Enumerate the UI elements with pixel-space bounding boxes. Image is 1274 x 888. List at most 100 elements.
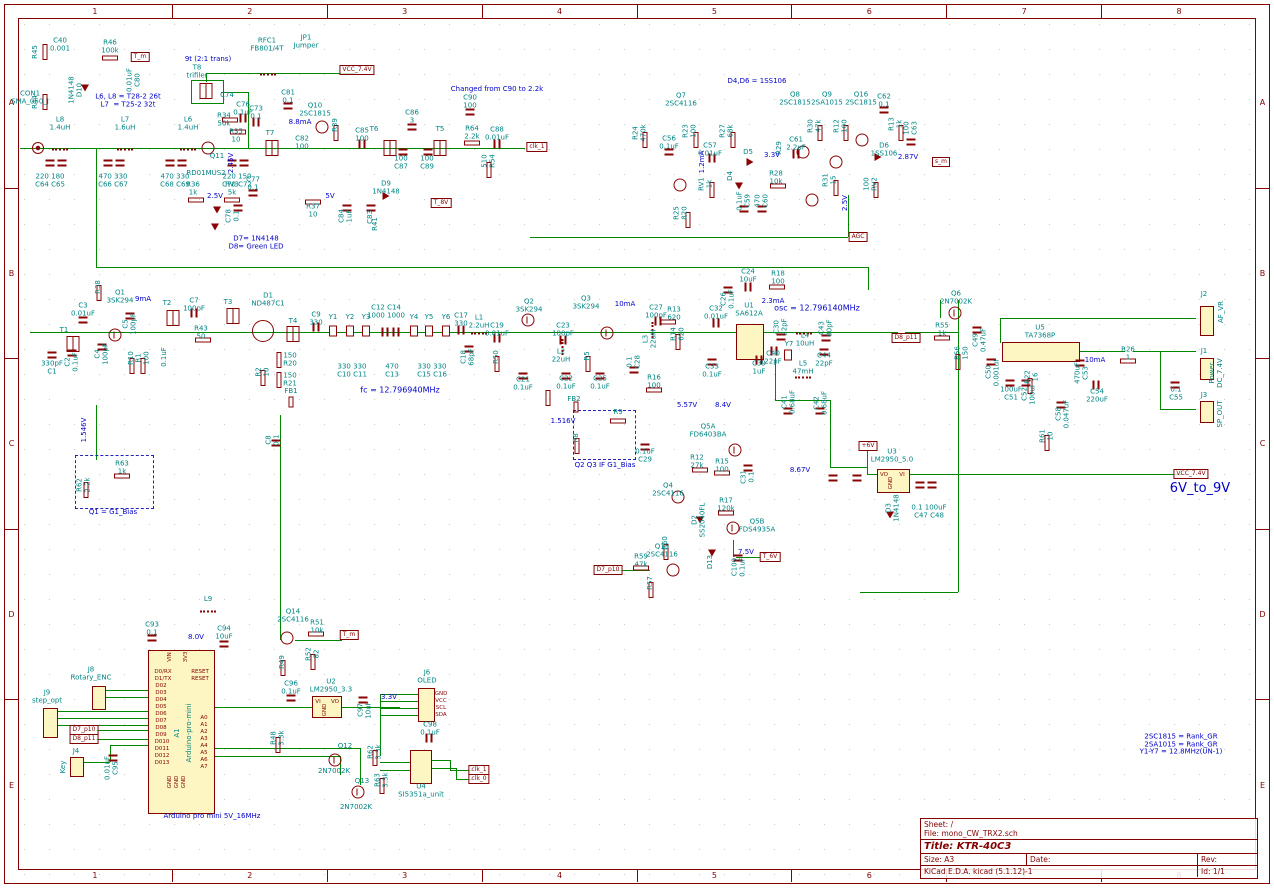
resistor-symbol[interactable] — [310, 654, 316, 670]
resistor-symbol[interactable] — [1120, 358, 1136, 364]
schematic-text[interactable]: D1/TX — [154, 675, 172, 682]
capacitor-symbol[interactable] — [1092, 380, 1100, 390]
schematic-text[interactable]: R52 82 — [304, 647, 320, 661]
schematic-text[interactable]: 9t (2:1 trans) — [184, 55, 232, 64]
diode-symbol[interactable] — [708, 549, 716, 557]
schematic-text[interactable]: fc = 12.796940MHz — [360, 385, 440, 395]
schematic-text[interactable]: 2N7002K — [317, 767, 351, 776]
group-outline[interactable] — [191, 80, 224, 104]
schematic-text[interactable]: R44 — [31, 95, 40, 109]
schematic-text[interactable]: 470 330 C66 C67 — [98, 172, 128, 188]
transistor-symbol[interactable] — [796, 145, 810, 159]
wire-segment[interactable] — [380, 770, 410, 771]
schematic-text[interactable]: D013 — [154, 759, 170, 766]
schematic-text[interactable]: R51 10k — [310, 618, 324, 634]
schematic-text[interactable]: 0.1 C55 — [1169, 385, 1183, 401]
net-label-D8_p11[interactable]: D8_p11 — [69, 734, 99, 744]
schematic-text[interactable]: C41 0.68uF — [780, 389, 796, 415]
schematic-text[interactable]: D1 ND487C1 — [251, 291, 285, 307]
capacitor-symbol[interactable] — [45, 159, 55, 167]
schematic-text[interactable]: R25 820 — [672, 206, 688, 220]
bias-group-outline[interactable] — [573, 410, 636, 460]
inductor-symbol[interactable] — [260, 71, 276, 76]
schematic-text[interactable]: Q6 2N7002K — [939, 289, 973, 305]
net-label-s_m[interactable]: s_m — [932, 157, 950, 167]
schematic-text[interactable]: 1.516V — [550, 417, 576, 426]
schematic-text[interactable]: U3 LM2950_5.0 — [870, 447, 914, 463]
schematic-text[interactable]: 5.57V — [676, 401, 698, 410]
schematic-text[interactable]: Y6 — [441, 313, 451, 322]
schematic-text[interactable]: C5 100pF — [121, 313, 137, 335]
transistor-symbol[interactable] — [280, 631, 294, 645]
component-body[interactable] — [736, 324, 764, 360]
capacitor-symbol[interactable] — [770, 346, 778, 356]
schematic-text[interactable]: C86 3 — [405, 108, 419, 124]
capacitor-symbol[interactable] — [561, 372, 571, 380]
schematic-text[interactable]: 150 R20 — [283, 351, 297, 367]
transformer-symbol[interactable] — [265, 140, 279, 156]
capacitor-symbol[interactable] — [252, 117, 260, 127]
schematic-text[interactable]: 2.5V — [207, 192, 223, 201]
resistor-symbol[interactable] — [280, 660, 286, 676]
capacitor-symbol[interactable] — [248, 189, 258, 197]
capacitor-symbol[interactable] — [1005, 379, 1015, 387]
wire-segment[interactable] — [905, 332, 958, 333]
schematic-text[interactable]: L6 1.4uH — [177, 115, 199, 131]
transistor-symbol[interactable] — [201, 141, 215, 155]
wire-segment[interactable] — [96, 739, 148, 740]
capacitor-symbol[interactable] — [879, 106, 889, 114]
resistor-symbol[interactable] — [305, 199, 321, 205]
schematic-text[interactable]: 2SC1815 = Rank_GR 2SA1015 = Rank_GR Y1-Y… — [1139, 732, 1223, 756]
schematic-text[interactable]: C40 22pF — [764, 349, 782, 365]
schematic-text[interactable]: T1 — [59, 326, 69, 335]
capacitor-symbol[interactable] — [629, 366, 639, 374]
net-label-+6V[interactable]: +6V — [858, 441, 878, 451]
schematic-text[interactable]: D4 — [726, 171, 735, 181]
schematic-text[interactable]: R12 27k — [690, 453, 704, 469]
schematic-text[interactable]: C56 0.1uF — [659, 134, 679, 150]
schematic-text[interactable]: D04 — [155, 696, 167, 703]
capacitor-symbol[interactable] — [233, 204, 243, 212]
schematic-text[interactable]: 0.1uF C29 — [635, 447, 655, 463]
component-body[interactable] — [1200, 358, 1214, 380]
capacitor-symbol[interactable] — [227, 159, 237, 167]
wire-segment[interactable] — [958, 300, 959, 592]
schematic-text[interactable]: Q7 2SC4116 — [665, 91, 697, 107]
schematic-text[interactable]: VO — [880, 471, 888, 478]
capacitor-symbol[interactable] — [518, 372, 528, 380]
capacitor-symbol[interactable] — [664, 148, 674, 156]
schematic-text[interactable]: Q8 2SC1815 — [779, 90, 811, 106]
resistor-symbol[interactable] — [955, 354, 961, 370]
schematic-text[interactable]: C73 0.1 — [249, 104, 263, 120]
component-body[interactable] — [43, 708, 58, 738]
diode-symbol[interactable] — [211, 223, 219, 231]
schematic-text[interactable]: 2.45V — [227, 152, 236, 174]
schematic-text[interactable]: C61 2.2uF — [786, 135, 806, 151]
schematic-text[interactable]: R49 — [278, 655, 287, 669]
capacitor-symbol[interactable] — [239, 159, 249, 167]
schematic-text[interactable]: C81 0.1 — [281, 88, 295, 104]
schematic-text[interactable]: A6 — [200, 756, 208, 763]
schematic-text[interactable]: T7 — [265, 129, 275, 138]
schematic-text[interactable]: R8 — [572, 433, 581, 443]
schematic-text[interactable]: C24 10uF — [739, 267, 757, 283]
schematic-text[interactable]: C50 0.001uF — [984, 357, 1000, 387]
resistor-symbol[interactable] — [833, 180, 839, 196]
resistor-symbol[interactable] — [898, 125, 904, 141]
wire-segment[interactable] — [380, 715, 418, 716]
capacitor-symbol[interactable] — [286, 694, 296, 702]
coax-connector-symbol[interactable] — [32, 142, 44, 154]
schematic-text[interactable]: C30 22pF — [772, 318, 788, 336]
capacitor-symbol[interactable] — [392, 327, 400, 337]
schematic-text[interactable]: C96 0.1uF — [281, 679, 301, 695]
capacitor-symbol[interactable] — [755, 355, 763, 365]
schematic-text[interactable]: R31 15 — [821, 173, 837, 187]
schematic-text[interactable]: A7 — [200, 763, 208, 770]
capacitor-symbol[interactable] — [464, 345, 474, 353]
wire-segment[interactable] — [450, 760, 451, 770]
resistor-symbol[interactable] — [873, 182, 879, 198]
capacitor-symbol[interactable] — [271, 439, 281, 447]
wire-segment[interactable] — [248, 92, 249, 148]
wire-segment[interactable] — [96, 148, 97, 267]
crystal-symbol[interactable] — [442, 325, 450, 337]
